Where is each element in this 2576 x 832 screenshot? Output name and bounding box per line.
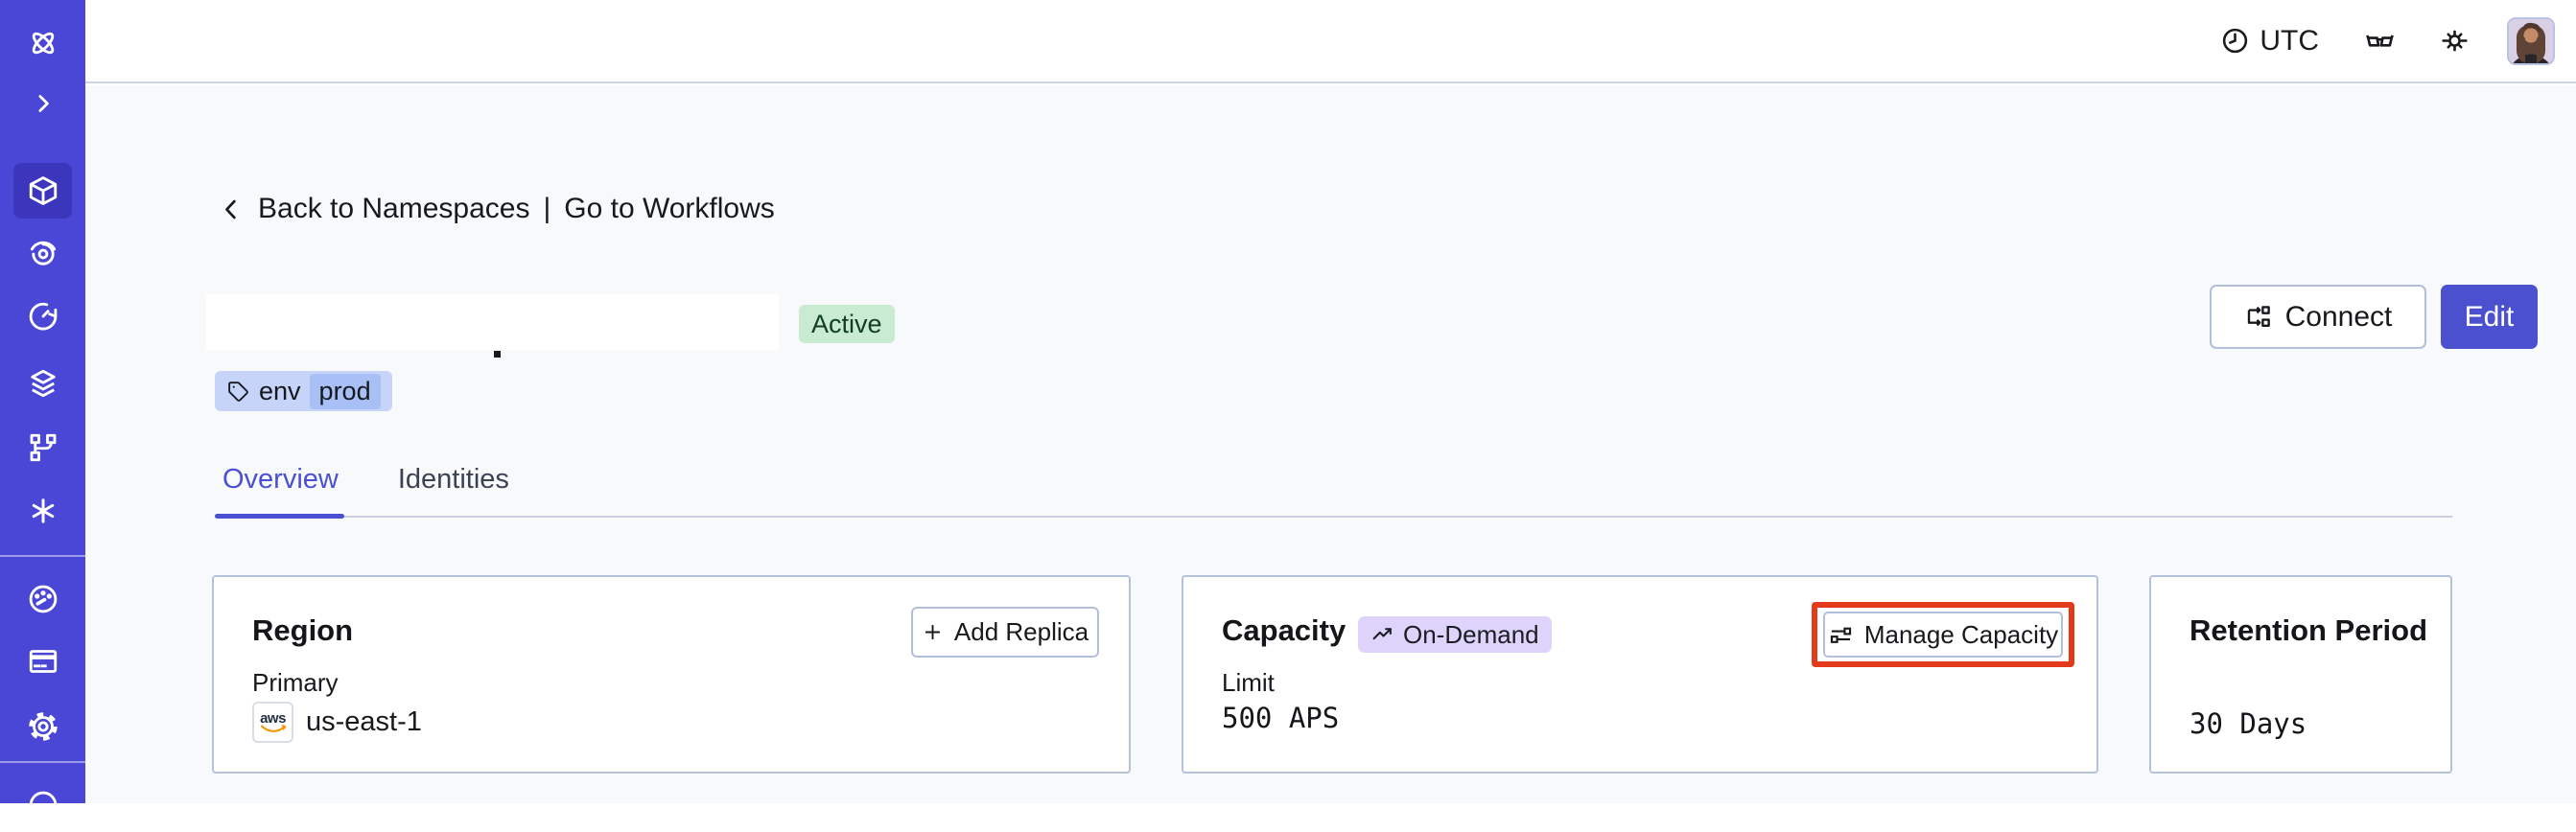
sidebar-item-usage[interactable] (0, 572, 85, 626)
sidebar-divider (0, 761, 85, 763)
branch-icon (30, 433, 56, 462)
active-tab-underline (215, 514, 344, 519)
tab-divider (215, 516, 2452, 518)
breadcrumb: Back to Namespaces | Go to Workflows (219, 193, 775, 225)
plus-icon (925, 624, 941, 640)
tab-bar: Overview Identities (215, 464, 517, 496)
connect-button[interactable]: Connect (2210, 285, 2426, 349)
header-actions: Connect Edit (2210, 285, 2538, 349)
clock-icon (2223, 28, 2248, 54)
timer-icon (29, 302, 57, 331)
breadcrumb-workflows-link[interactable]: Go to Workflows (564, 193, 775, 224)
feedback-button[interactable] (2363, 24, 2397, 58)
user-avatar[interactable] (2507, 16, 2555, 65)
credit-card-icon (29, 650, 57, 673)
sidebar (0, 0, 85, 820)
gear-icon (28, 712, 58, 741)
connect-label: Connect (2284, 300, 2393, 333)
tag-value: prod (309, 373, 381, 409)
timezone-selector[interactable]: UTC (2220, 25, 2319, 58)
temporal-logo-icon (32, 32, 54, 55)
layers-icon (30, 369, 56, 398)
tab-overview[interactable]: Overview (222, 464, 339, 495)
back-chevron-icon[interactable] (219, 196, 245, 222)
sidebar-item-deployments[interactable] (0, 357, 85, 410)
sidebar-divider (0, 555, 85, 557)
breadcrumb-back-link[interactable]: Back to Namespaces (258, 193, 530, 224)
sidebar-item-billing[interactable] (0, 635, 85, 688)
account-icon (29, 791, 57, 820)
gauge-icon (29, 585, 57, 613)
breadcrumb-separator: | (543, 193, 551, 224)
manage-capacity-label: Manage Capacity (1863, 619, 2059, 649)
region-card-title: Region (252, 613, 354, 647)
capacity-card: Capacity On-Demand Manage Capacity Limit… (1182, 575, 2098, 774)
swirl-icon (30, 241, 56, 266)
manage-capacity-button[interactable]: Manage Capacity (1823, 612, 2063, 658)
chevron-right-icon (38, 95, 49, 112)
limit-value: 500 APS (1222, 702, 1340, 734)
namespace-title-redacted (206, 294, 779, 350)
aws-provider-badge: aws (252, 702, 293, 743)
trend-up-icon (1372, 627, 1392, 639)
ondemand-badge: On-Demand (1358, 616, 1552, 653)
sidebar-item-workflows[interactable] (0, 227, 85, 281)
limit-label: Limit (1222, 668, 1275, 697)
sidebar-item-schedules[interactable] (0, 289, 85, 343)
retention-value: 30 Days (2190, 707, 2307, 740)
timezone-label: UTC (2260, 24, 2319, 57)
sliders-icon (1830, 627, 1851, 643)
sidebar-item-pipelines[interactable] (0, 421, 85, 474)
region-card: Region Add Replica Primary aws us-east-1 (212, 575, 1131, 774)
retention-card: Retention Period 30 Days (2149, 575, 2452, 774)
namespace-title-remnant (494, 351, 501, 358)
region-value-row: aws us-east-1 (252, 702, 422, 743)
region-value: us-east-1 (306, 706, 422, 737)
avatar-image (2509, 18, 2553, 63)
manage-capacity-highlight: Manage Capacity (1812, 602, 2074, 667)
primary-label: Primary (252, 668, 339, 697)
glasses-icon (2366, 35, 2394, 47)
capacity-card-title: Capacity (1222, 613, 1347, 647)
connect-icon (2247, 305, 2270, 327)
edit-button[interactable]: Edit (2441, 285, 2538, 349)
sidebar-item-settings[interactable] (0, 700, 85, 753)
main-content: Back to Namespaces | Go to Workflows Act… (85, 85, 2576, 803)
topbar: UTC (85, 0, 2576, 83)
ondemand-label: On-Demand (1403, 619, 1539, 649)
status-badge: Active (799, 305, 895, 343)
namespace-tag: env prod (215, 371, 392, 411)
retention-card-title: Retention Period (2190, 613, 2428, 647)
theme-toggle[interactable] (2439, 25, 2471, 57)
sidebar-item-namespaces[interactable] (0, 163, 85, 219)
temporal-logo[interactable] (0, 16, 85, 70)
sidebar-item-account[interactable] (0, 778, 85, 832)
tab-identities[interactable]: Identities (397, 464, 509, 495)
add-replica-label: Add Replica (953, 617, 1089, 646)
limit-value-row: 500 APS (1222, 702, 1339, 734)
sidebar-item-nexus[interactable] (0, 484, 85, 538)
asterisk-icon (32, 498, 54, 523)
light-mode-icon (2442, 30, 2468, 52)
tag-key: env (259, 376, 301, 405)
add-replica-button[interactable]: Add Replica (911, 607, 1099, 658)
cube-icon (29, 176, 57, 205)
aws-label: aws (260, 709, 286, 727)
aws-smile-icon (260, 724, 287, 732)
sidebar-expand-button[interactable] (0, 77, 85, 130)
tag-icon (228, 381, 248, 402)
